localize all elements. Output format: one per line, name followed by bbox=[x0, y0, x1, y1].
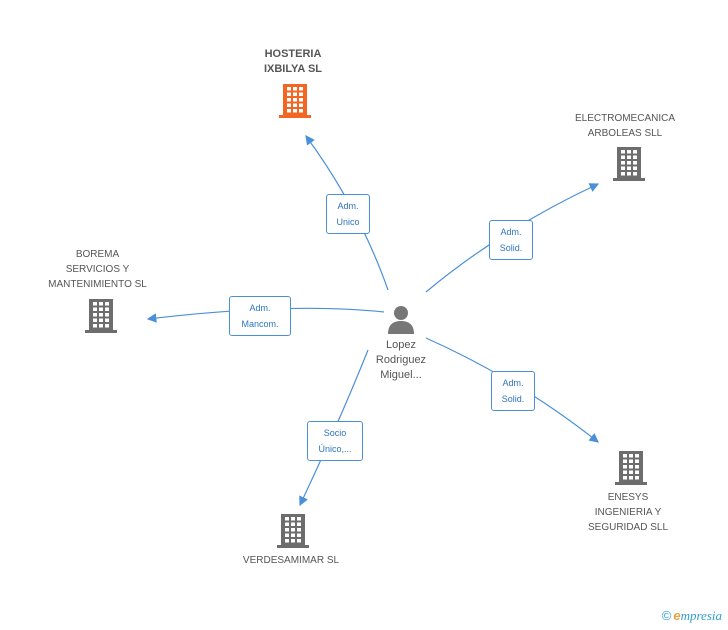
building-icon[interactable] bbox=[615, 451, 647, 485]
building-icon[interactable] bbox=[613, 147, 645, 181]
brand-name: mpresia bbox=[680, 608, 722, 623]
company-name-borema[interactable]: BOREMA SERVICIOS Y MANTENIMIENTO SL bbox=[48, 249, 147, 290]
building-icon[interactable] bbox=[85, 299, 117, 333]
empresia-logo[interactable]: ©empresia bbox=[662, 608, 722, 624]
person-name[interactable]: Lopez Rodriguez Miguel... bbox=[375, 339, 427, 381]
company-name-electromecanica[interactable]: ELECTROMECANICA ARBOLEAS SLL bbox=[574, 113, 675, 139]
edge-label-electromecanica[interactable]: Adm. Solid. bbox=[489, 220, 533, 260]
edge-label-enesys[interactable]: Adm. Solid. bbox=[491, 371, 535, 411]
building-icon[interactable] bbox=[279, 84, 311, 118]
company-name-enesys[interactable]: ENESYS INGENIERIA Y SEGURIDAD SLL bbox=[587, 492, 669, 533]
edge-label-verdesamimar[interactable]: Socio Único,... bbox=[307, 421, 363, 461]
edge-label-hosteria[interactable]: Adm. Unico bbox=[326, 194, 370, 234]
building-icon[interactable] bbox=[277, 514, 309, 548]
copyright-symbol: © bbox=[661, 608, 672, 623]
company-name-hosteria[interactable]: HOSTERIA IXBILYA SL bbox=[263, 48, 323, 75]
company-name-verdesamimar[interactable]: VERDESAMIMAR SL bbox=[242, 555, 340, 566]
person-icon[interactable] bbox=[386, 304, 416, 334]
brand-initial: e bbox=[673, 608, 681, 623]
edge-label-borema[interactable]: Adm. Mancom. bbox=[229, 296, 291, 336]
